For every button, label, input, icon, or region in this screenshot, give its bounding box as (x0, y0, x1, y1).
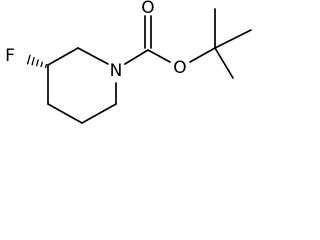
bond-c6-c5 (81, 103, 117, 124)
carbonyl-oxygen-label: O (141, 0, 154, 18)
structure-diagram: F N O O (5, 0, 252, 124)
bond-carbonyl-c-ester-o (147, 49, 171, 63)
bond-n1-carbonyl-c (124, 49, 149, 65)
bond-ester-o-quaternary-c (189, 47, 216, 63)
fluorine-atom-label: F (5, 46, 15, 66)
ester-oxygen-label: O (173, 58, 186, 78)
structure-canvas: F N O O (0, 0, 254, 134)
bond-c2-n1 (77, 47, 109, 65)
bond-tbu-methyl-bottom (214, 47, 234, 79)
bond-tbu-methyl-right (214, 29, 252, 49)
stereo-hashed-wedge-bond (26, 54, 48, 69)
bond-c3-c2 (47, 47, 79, 66)
nitrogen-atom-label: N (110, 61, 123, 81)
bond-c5-c4 (47, 103, 83, 124)
